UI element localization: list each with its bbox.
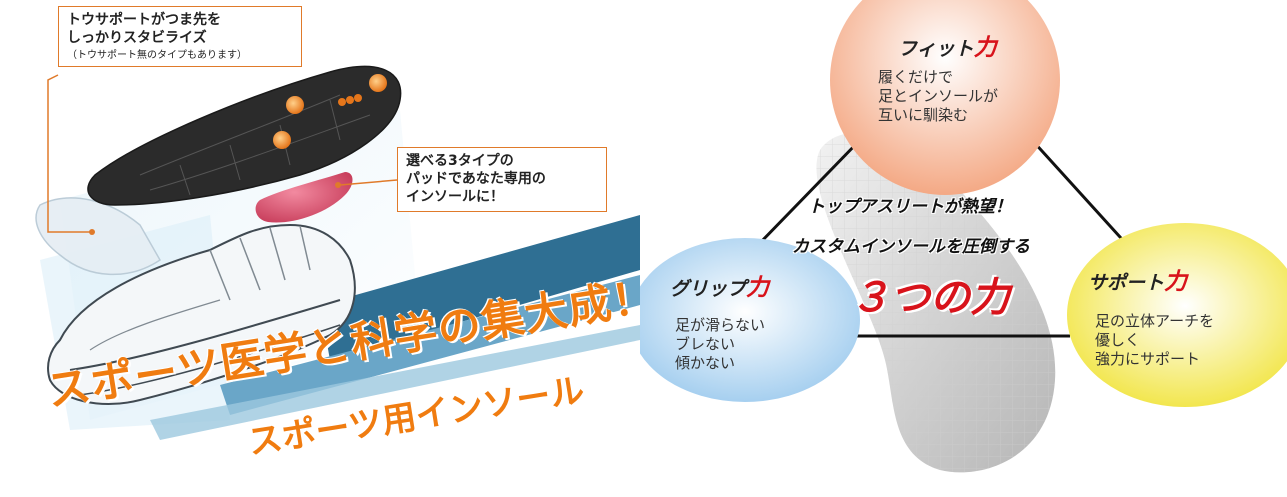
fit-title-text: フィット	[898, 38, 974, 60]
grip-circle	[640, 238, 860, 402]
fit-description: 履くだけで 足とインソールが 互いに馴染む	[878, 68, 998, 124]
toe-support-shape	[35, 197, 161, 276]
support-chikara: 力	[1164, 269, 1188, 295]
support-title: サポート力	[1088, 262, 1187, 296]
grip-line-2: ブレない	[675, 334, 736, 353]
fit-line-3: 互いに馴染む	[878, 105, 969, 124]
three-powers-heading: ３つの力	[850, 275, 1010, 321]
left-product-panel: トウサポートがつま先を しっかりスタビライズ （トウサポート無のタイプもあります…	[0, 0, 640, 497]
triangle-edge-right	[1030, 138, 1132, 250]
blue-stripe-3	[150, 325, 640, 440]
pad-callout: 選べる3タイプの パッドであなた専用の インソールに！	[397, 147, 607, 212]
triangle-text-line1: トップアスリートが熱望！	[808, 197, 1012, 217]
pad-callout-line2: パッドであなた専用の	[406, 171, 546, 188]
insole-dot-3	[273, 131, 291, 149]
fit-circle	[830, 0, 1060, 195]
grip-line-1: 足が滑らない	[675, 316, 766, 334]
support-line-3: 強力にサポート	[1095, 349, 1201, 368]
support-description: 足の立体アーチを 優しく 強力にサポート	[1095, 312, 1214, 368]
fit-line-2: 足とインソールが	[878, 86, 999, 105]
toe-callout-line2: しっかりスタビライズ	[67, 30, 207, 47]
support-circle	[1067, 223, 1287, 407]
grip-title: グリップ力	[670, 268, 769, 302]
insole-illustration	[35, 65, 640, 440]
insole-dot-1	[286, 96, 304, 114]
insole-dot-2	[369, 74, 387, 92]
pad-leader-line	[339, 179, 398, 186]
pad-callout-line3: インソールに！	[406, 189, 504, 206]
triangle-edge-left	[756, 138, 862, 247]
toe-callout-note: （トウサポート無のタイプもあります）	[67, 50, 247, 62]
right-three-powers-panel: フィット力 履くだけで 足とインソールが 互いに馴染む グリップ力 足が滑らない…	[640, 0, 1287, 497]
support-line-1: 足の立体アーチを	[1095, 312, 1215, 330]
arch-pad-shape	[255, 172, 353, 223]
toe-support-callout: トウサポートがつま先を しっかりスタビライズ （トウサポート無のタイプもあります…	[58, 6, 302, 68]
insole-shape	[87, 65, 402, 206]
toe-callout-line1: トウサポートがつま先を	[67, 12, 221, 28]
grip-line-3: 傾かない	[675, 353, 736, 372]
fit-chikara: 力	[973, 35, 997, 61]
blue-stripe-2	[220, 275, 640, 415]
fit-line-1: 履くだけで	[878, 68, 954, 86]
toe-leader-line	[47, 74, 90, 233]
fit-title: フィット力	[898, 28, 997, 62]
grip-description: 足が滑らない ブレない 傾かない	[675, 316, 765, 372]
blue-stripe-1	[320, 215, 640, 360]
triangle-text-line2: カスタムインソールを圧倒する	[792, 237, 1030, 257]
three-powers-diagram	[640, 0, 1287, 473]
support-line-2: 優しく	[1095, 330, 1141, 349]
grip-title-text: グリップ	[670, 278, 747, 300]
grip-chikara: 力	[746, 275, 770, 301]
support-title-text: サポート	[1088, 272, 1165, 294]
pad-callout-line1: 選べる3タイプの	[406, 153, 514, 169]
